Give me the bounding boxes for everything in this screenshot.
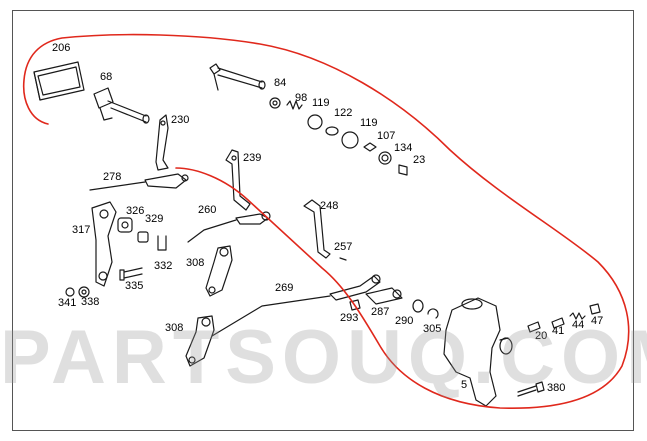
diagram-frame (12, 10, 634, 431)
callout-23: 23 (413, 154, 426, 166)
part-239-bracket (225, 149, 251, 211)
part-326-bushing (117, 217, 149, 243)
callout-380: 380 (547, 382, 566, 394)
part-206-cover (33, 61, 85, 101)
callout-84: 84 (274, 77, 287, 89)
callout-308b: 308 (165, 322, 184, 334)
callout-335: 335 (125, 280, 144, 292)
callout-332: 332 (154, 260, 173, 272)
part-fasteners-left (65, 267, 143, 298)
callout-44: 44 (572, 319, 585, 331)
callout-317: 317 (72, 224, 91, 236)
callout-98: 98 (295, 92, 308, 104)
callout-47: 47 (591, 315, 604, 327)
part-seal-stack (269, 97, 408, 176)
callout-260: 260 (198, 204, 217, 216)
callout-248: 248 (320, 200, 339, 212)
callout-119b: 119 (360, 117, 378, 129)
callout-338: 338 (81, 296, 100, 308)
callout-293: 293 (340, 312, 359, 324)
callout-119a: 119 (312, 97, 330, 109)
callout-326: 326 (126, 205, 145, 217)
callout-305: 305 (423, 323, 442, 335)
callout-269: 269 (275, 282, 294, 294)
part-top-shaft (209, 63, 266, 91)
part-308-lever-upper (205, 245, 233, 297)
part-293-287-group (349, 287, 439, 319)
part-317-lever (91, 201, 117, 287)
callout-5: 5 (461, 379, 468, 391)
callout-230: 230 (171, 114, 190, 126)
part-269-rod (211, 274, 381, 337)
callout-134: 134 (394, 142, 413, 154)
part-260-rod (187, 211, 271, 243)
part-230-lever (155, 114, 169, 171)
callout-329: 329 (145, 213, 164, 225)
callout-122: 122 (334, 107, 353, 119)
part-68-shaft (93, 87, 150, 124)
callout-41: 41 (552, 325, 565, 337)
callout-68: 68 (100, 71, 113, 83)
part-308-lever-lower (185, 315, 215, 367)
callout-308a: 308 (186, 257, 205, 269)
part-5-housing (443, 297, 513, 407)
highlight-outline (22, 33, 630, 410)
part-380-bolt (517, 381, 545, 397)
callout-239: 239 (243, 152, 262, 164)
part-278-rod (89, 173, 189, 191)
callout-20: 20 (535, 330, 548, 342)
callout-257: 257 (334, 241, 353, 253)
watermark: PARTSOUQ.COM (0, 315, 647, 400)
callout-287: 287 (371, 306, 390, 318)
callout-107: 107 (377, 130, 396, 142)
part-248-bracket (303, 199, 347, 261)
callout-290: 290 (395, 315, 414, 327)
callout-278: 278 (103, 171, 122, 183)
callout-341: 341 (58, 297, 77, 309)
part-332-clip (157, 235, 167, 251)
callout-206: 206 (52, 42, 71, 54)
part-20-47-group (527, 303, 601, 333)
